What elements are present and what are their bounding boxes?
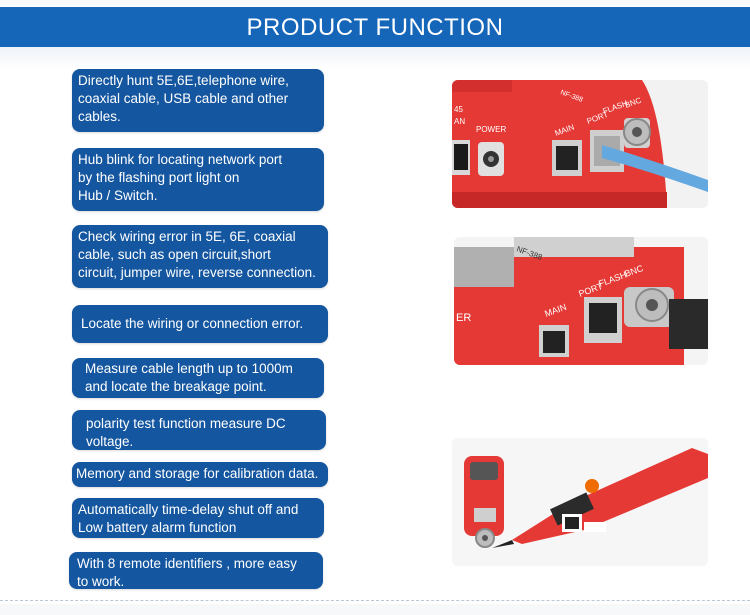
product-photo-top: 45 AN POWER MAIN PORT FLASH BNC NF-388 bbox=[452, 80, 708, 208]
photo1-label-an: AN bbox=[454, 117, 465, 126]
photo2-label-er: ER bbox=[456, 312, 471, 324]
feature-box-measure-length: Measure cable length up to 1000m and loc… bbox=[72, 358, 324, 398]
footer-divider bbox=[0, 600, 750, 601]
feature-box-polarity: polarity test function measure DC voltag… bbox=[72, 410, 326, 450]
feature-box-locate-error: Locate the wiring or connection error. bbox=[72, 305, 328, 343]
feature-box-hub-blink: Hub blink for locating network port by t… bbox=[72, 148, 324, 211]
feature-box-remote-identifiers: With 8 remote identifiers , more easy to… bbox=[69, 552, 323, 589]
product-photo-bottom bbox=[452, 438, 708, 566]
feature-box-hunt: Directly hunt 5E,6E,telephone wire, coax… bbox=[72, 69, 324, 132]
footer-strip bbox=[0, 604, 750, 615]
feature-box-memory: Memory and storage for calibration data. bbox=[72, 462, 328, 487]
feature-box-wiring-error: Check wiring error in 5E, 6E, coaxial ca… bbox=[72, 225, 328, 288]
product-photo-middle: NF-388 MAIN PORT FLASH BNC ER bbox=[454, 237, 708, 365]
photo1-label-power: POWER bbox=[476, 125, 506, 134]
photo1-label-45: 45 bbox=[454, 105, 463, 114]
header-shadow bbox=[0, 47, 750, 69]
top-strip bbox=[0, 0, 750, 6]
page-title: PRODUCT FUNCTION bbox=[0, 7, 750, 47]
feature-box-auto-shutoff: Automatically time-delay shut off and Lo… bbox=[72, 498, 324, 538]
